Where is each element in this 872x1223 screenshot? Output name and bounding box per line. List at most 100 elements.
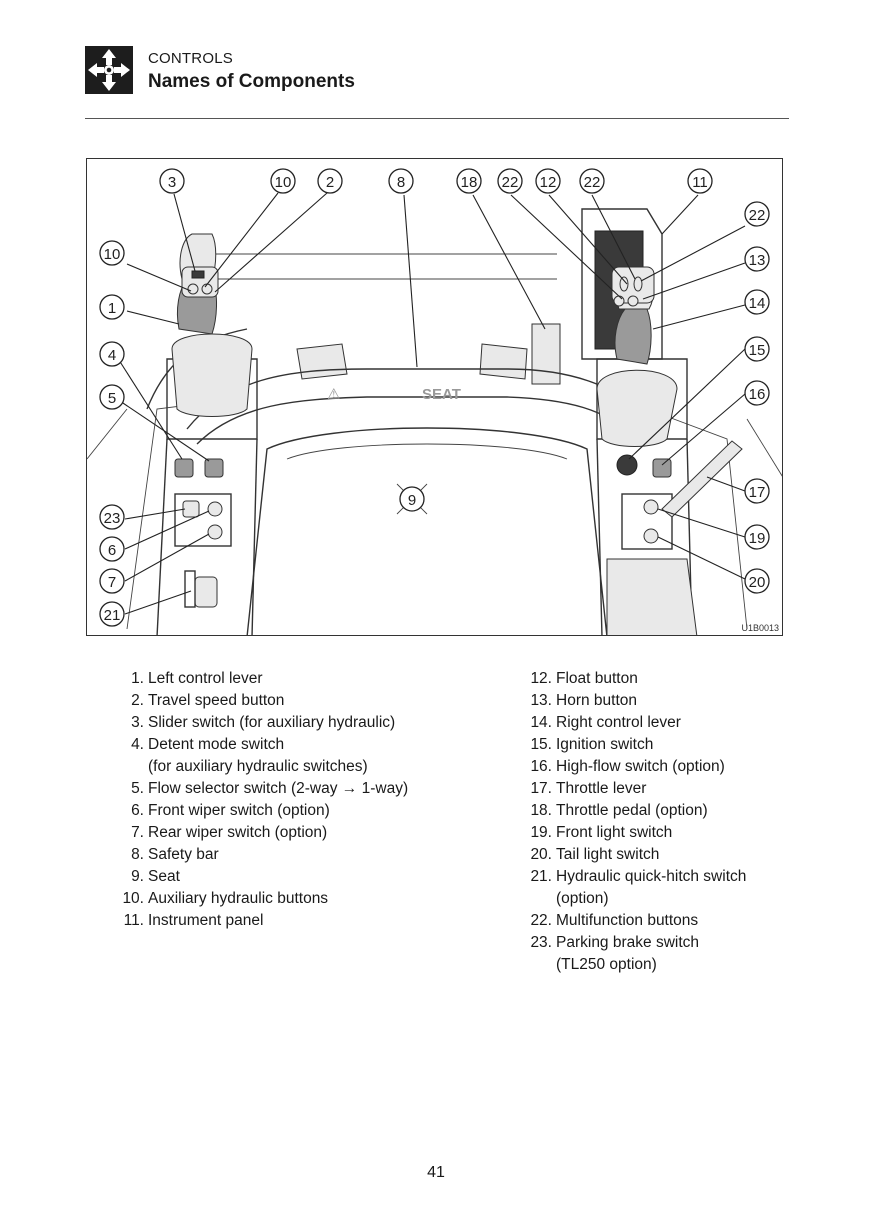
callout-7: 7 xyxy=(99,568,125,594)
legend-text: (TL250 option) xyxy=(556,956,657,973)
legend-text: Seat xyxy=(148,868,180,885)
legend-text: Tail light switch xyxy=(556,846,660,863)
legend-text: Multifunction buttons xyxy=(556,912,699,929)
legend-text: Instrument panel xyxy=(148,912,264,929)
legend-text: Left control lever xyxy=(148,670,263,687)
legend-text: Slider switch (for auxiliary hydraulic) xyxy=(148,714,396,731)
legend-item: 12.Float button xyxy=(520,668,820,690)
page-number: 41 xyxy=(427,1164,445,1181)
controls-arrows-icon xyxy=(85,46,133,94)
legend-text: Horn button xyxy=(556,692,637,709)
callout-8: 8 xyxy=(388,168,414,194)
callout-12: 12 xyxy=(535,168,561,194)
svg-text:4: 4 xyxy=(108,347,116,364)
legend-number: 19. xyxy=(530,824,552,841)
svg-text:14: 14 xyxy=(749,295,766,312)
legend-text: Front light switch xyxy=(556,824,673,841)
legend-item: 21.Hydraulic quick-hitch switch xyxy=(520,866,820,888)
legend-text: Float button xyxy=(556,670,638,687)
svg-text:6: 6 xyxy=(108,542,116,559)
legend-text: (for auxiliary hydraulic switches) xyxy=(148,758,368,775)
legend-item: 1.Left control lever xyxy=(112,668,482,690)
legend-number: 1. xyxy=(131,670,144,687)
legend-text: Throttle lever xyxy=(556,780,647,797)
legend-number: 2. xyxy=(131,692,144,709)
legend-item: (for auxiliary hydraulic switches) xyxy=(112,756,482,778)
legend-number: 12. xyxy=(530,670,552,687)
callout-13: 13 xyxy=(744,246,770,272)
svg-text:17: 17 xyxy=(749,484,766,501)
svg-text:10: 10 xyxy=(104,246,121,263)
legend-item: 18.Throttle pedal (option) xyxy=(520,800,820,822)
callout-22-top-a: 22 xyxy=(497,168,523,194)
svg-text:16: 16 xyxy=(749,386,766,403)
callout-21: 21 xyxy=(99,601,125,627)
callout-3: 3 xyxy=(159,168,185,194)
legend-item: 9.Seat xyxy=(112,866,482,888)
legend-text: High-flow switch (option) xyxy=(556,758,725,775)
legend-number: 7. xyxy=(131,824,144,841)
callout-5: 5 xyxy=(99,384,125,410)
legend-item: 10.Auxiliary hydraulic buttons xyxy=(112,888,482,910)
svg-text:20: 20 xyxy=(749,574,766,591)
legend-number: 14. xyxy=(530,714,552,731)
legend-item: 19.Front light switch xyxy=(520,822,820,844)
section-label: CONTROLS xyxy=(148,50,233,67)
svg-text:8: 8 xyxy=(397,174,405,191)
legend-number: 11. xyxy=(123,912,144,929)
legend-number: 16. xyxy=(530,758,552,775)
legend-text: Hydraulic quick-hitch switch xyxy=(556,868,747,885)
callout-16: 16 xyxy=(744,380,770,406)
svg-text:5: 5 xyxy=(108,390,116,407)
seat-label: SEAT xyxy=(422,386,461,403)
callout-17: 17 xyxy=(744,478,770,504)
callout-18: 18 xyxy=(456,168,482,194)
legend-text: Parking brake switch xyxy=(556,934,700,951)
legend-number: 20. xyxy=(530,846,552,863)
legend-text: Ignition switch xyxy=(556,736,654,753)
svg-text:2: 2 xyxy=(326,174,334,191)
legend-text: Safety bar xyxy=(148,846,219,863)
page-title: Names of Components xyxy=(148,71,355,92)
legend-number: 8. xyxy=(131,846,144,863)
legend-text: Throttle pedal (option) xyxy=(556,802,708,819)
callout-22-top-b: 22 xyxy=(579,168,605,194)
svg-text:11: 11 xyxy=(692,174,708,191)
callout-10-left: 10 xyxy=(99,240,125,266)
legend-text: (option) xyxy=(556,890,609,907)
legend-text: Rear wiper switch (option) xyxy=(148,824,328,841)
legend-item: 23.Parking brake switch xyxy=(520,932,820,954)
callout-2: 2 xyxy=(317,168,343,194)
svg-text:19: 19 xyxy=(749,530,766,547)
legend-number: 10. xyxy=(122,890,144,907)
callout-14: 14 xyxy=(744,289,770,315)
legend-item: 5.Flow selector switch (2-way → 1-way) xyxy=(112,778,482,800)
legend-text: Auxiliary hydraulic buttons xyxy=(148,890,329,907)
callout-4: 4 xyxy=(99,341,125,367)
legend-item: 3.Slider switch (for auxiliary hydraulic… xyxy=(112,712,482,734)
svg-text:7: 7 xyxy=(108,574,116,591)
callout-10-top: 10 xyxy=(270,168,296,194)
legend-number: 18. xyxy=(530,802,552,819)
legend-number: 9. xyxy=(131,868,144,885)
svg-text:9: 9 xyxy=(408,492,416,509)
legend-item: 7.Rear wiper switch (option) xyxy=(112,822,482,844)
svg-text:18: 18 xyxy=(461,174,478,191)
legend-number: 21. xyxy=(530,868,552,885)
callout-20: 20 xyxy=(744,568,770,594)
legend-item: 14.Right control lever xyxy=(520,712,820,734)
legend-item: (TL250 option) xyxy=(520,954,820,976)
callout-9: 9 xyxy=(399,486,425,512)
legend-item: 8.Safety bar xyxy=(112,844,482,866)
legend-text: Front wiper switch (option) xyxy=(148,802,330,819)
legend-number: 17. xyxy=(530,780,552,797)
legend-item: (option) xyxy=(520,888,820,910)
callout-6: 6 xyxy=(99,536,125,562)
legend-number: 3. xyxy=(131,714,144,731)
svg-text:15: 15 xyxy=(749,342,766,359)
legend-item: 13.Horn button xyxy=(520,690,820,712)
legend-text: Right control lever xyxy=(556,714,681,731)
legend-text: Detent mode switch xyxy=(148,736,285,753)
